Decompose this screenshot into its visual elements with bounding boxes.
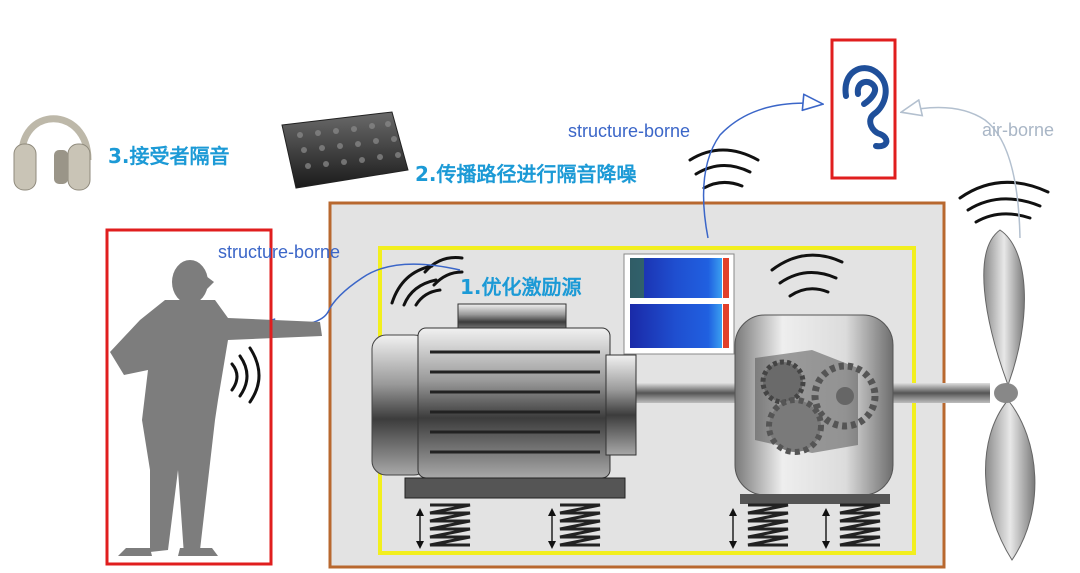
air-borne-label: air-borne	[982, 120, 1054, 140]
structure-borne-label-left: structure-borne	[218, 242, 340, 262]
headphones-icon	[13, 115, 92, 191]
propeller-icon	[983, 229, 1036, 561]
structure-borne-label-top: structure-borne	[568, 121, 690, 141]
vibration-spring-icon	[416, 503, 881, 549]
ear-highlight-frame	[830, 38, 897, 180]
gearbox-icon	[734, 314, 894, 504]
source-label: 1.优化激励源	[460, 275, 582, 299]
receiver-highlight-frame	[105, 228, 273, 566]
air-borne-arrow	[902, 108, 1021, 239]
electric-motor-icon	[371, 303, 637, 499]
path-label: 2.传播路径进行隔音降噪	[415, 162, 638, 186]
person-silhouette-icon	[110, 260, 322, 556]
sound-wave-icon	[230, 148, 1050, 404]
structure-borne-arrow-top	[702, 103, 822, 239]
ear-icon	[842, 65, 890, 150]
spectrogram-icon	[623, 253, 735, 355]
receiver-label: 3.接受者隔音	[108, 144, 230, 168]
acoustic-foam-icon	[281, 111, 409, 189]
